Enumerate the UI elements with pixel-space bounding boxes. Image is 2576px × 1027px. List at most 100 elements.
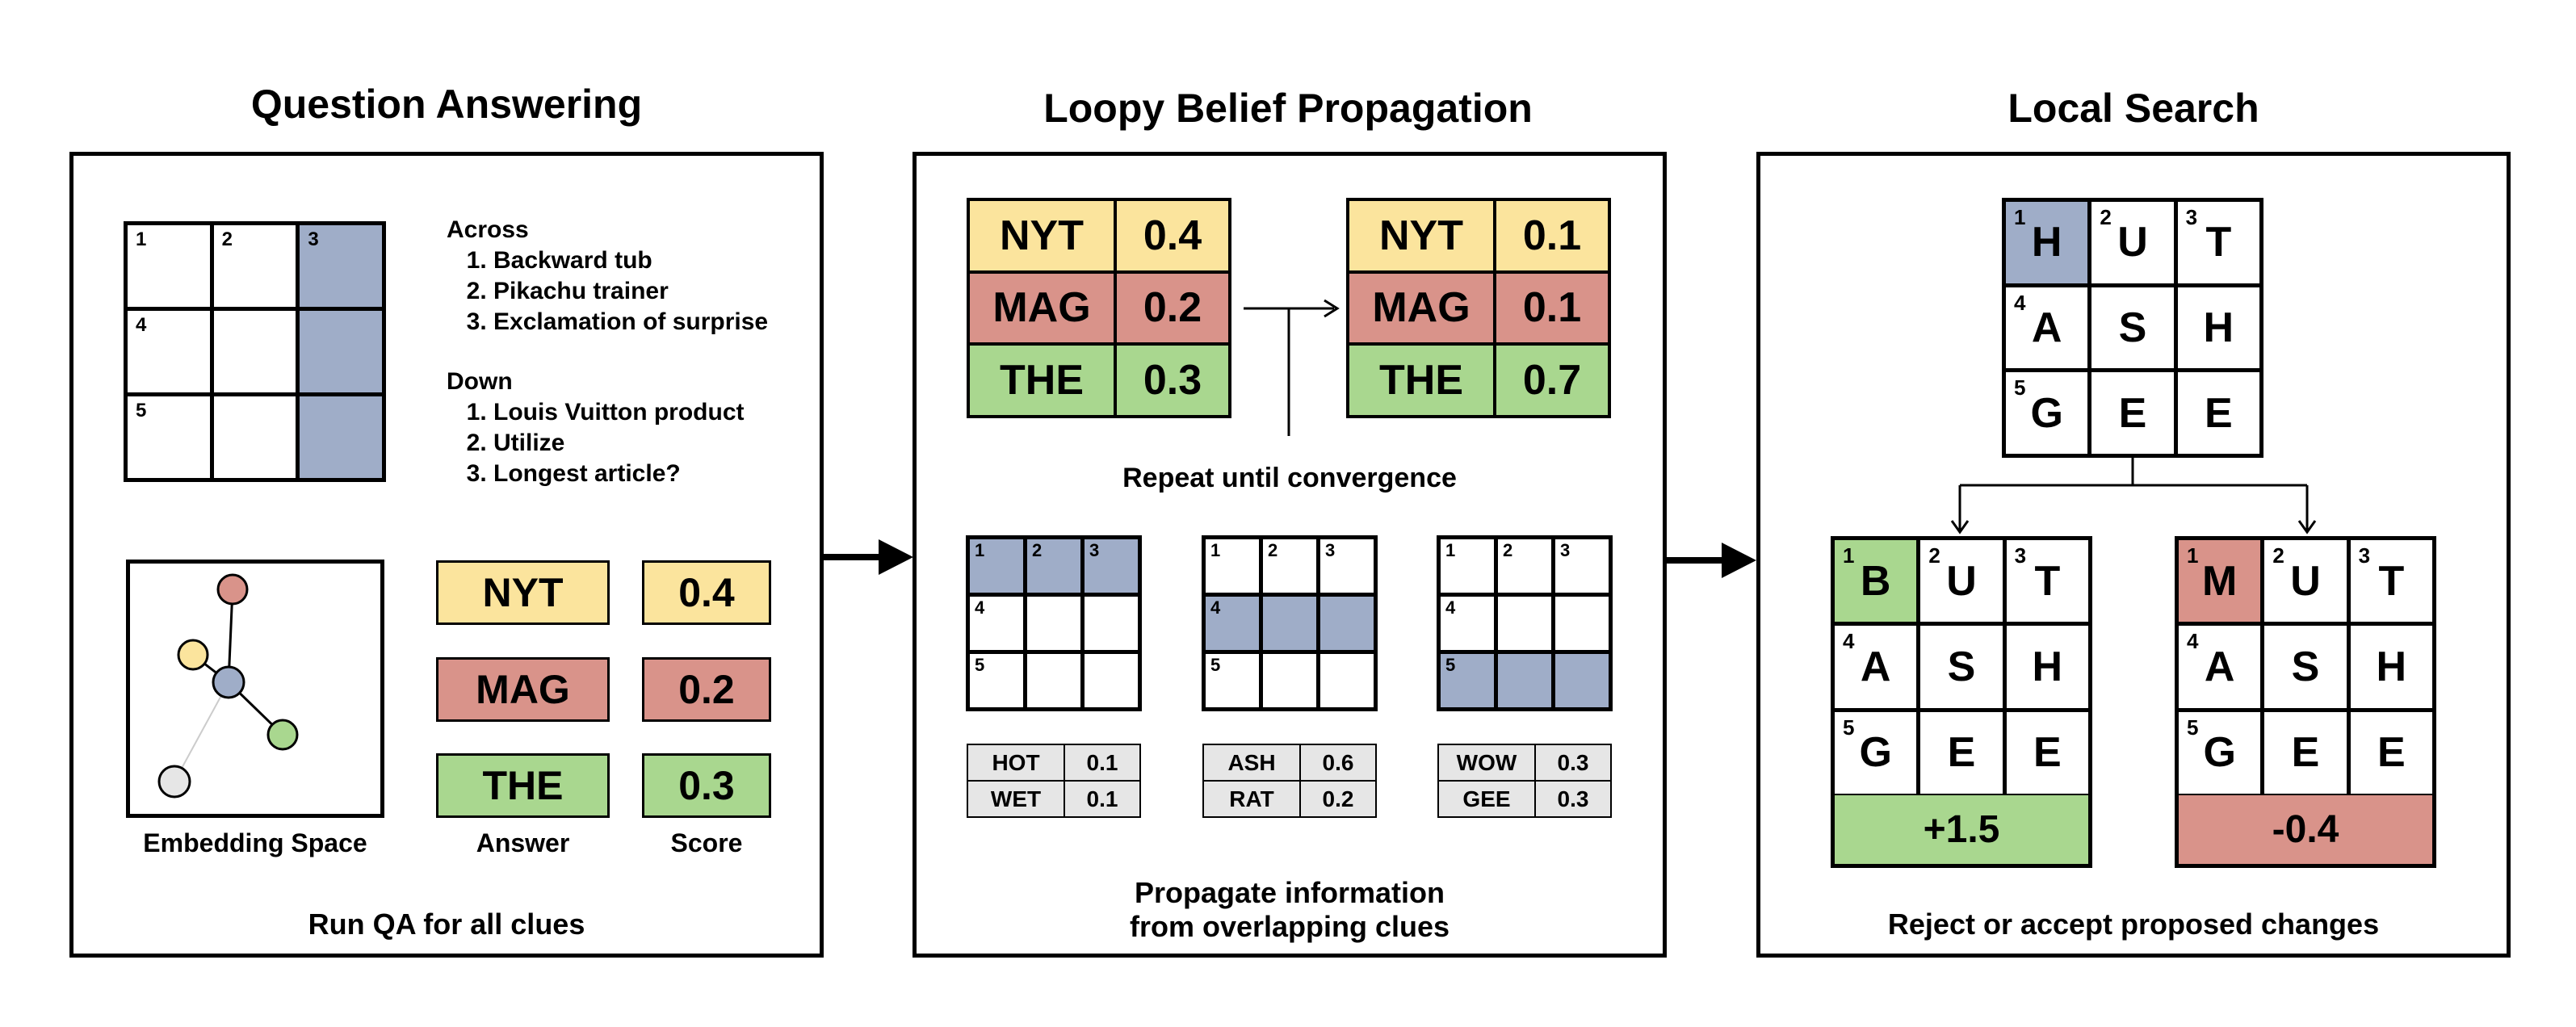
grid-cell bbox=[1494, 593, 1555, 654]
cell-letter: A bbox=[1860, 643, 1891, 690]
score-cell: 0.7 bbox=[1493, 342, 1611, 418]
grid-cell: E bbox=[1916, 707, 2007, 799]
grid-cell-highlighted: 2 bbox=[1023, 535, 1085, 597]
grid-cell bbox=[1080, 650, 1142, 711]
grid-cell: H bbox=[2346, 622, 2437, 712]
cell-letter: U bbox=[1946, 557, 1977, 605]
qa-crossword-grid: 1 2 3 4 5 bbox=[124, 221, 386, 482]
cell-number: 1 bbox=[136, 228, 147, 250]
embedding-node-green bbox=[266, 719, 299, 751]
table-row: HOT 0.1 bbox=[967, 744, 1141, 782]
cell-letter: M bbox=[2202, 557, 2238, 605]
score-cell: 0.2 bbox=[1299, 780, 1377, 818]
down-heading: Down bbox=[447, 368, 513, 395]
answer-box: THE bbox=[436, 753, 610, 818]
table-row: NYT 0.1 bbox=[1346, 198, 1611, 274]
score-cell: 0.1 bbox=[1493, 270, 1611, 346]
embedding-node-gray bbox=[157, 765, 191, 799]
score-box: 0.3 bbox=[642, 753, 771, 818]
embedding-node-blue bbox=[212, 665, 245, 699]
clue-list: Across Backward tub Pikachu trainer Excl… bbox=[447, 215, 768, 489]
grid-cell bbox=[209, 307, 300, 396]
score-cell: 0.4 bbox=[1114, 198, 1231, 274]
word-cell: NYT bbox=[967, 198, 1117, 274]
grid-cell: 3 bbox=[1316, 535, 1378, 597]
cell-letter: B bbox=[1860, 557, 1891, 605]
grid-cell: E bbox=[2087, 368, 2178, 458]
grid-cell bbox=[1316, 650, 1378, 711]
lbp-grid-across-1: 1 2 3 4 5 bbox=[966, 535, 1142, 711]
table-row: WOW 0.3 bbox=[1437, 744, 1612, 782]
cell-number: 2 bbox=[2272, 543, 2284, 568]
cell-letter: T bbox=[2034, 557, 2061, 605]
grid-cell: 3 bbox=[1551, 535, 1613, 597]
cell-number: 5 bbox=[1445, 655, 1456, 675]
cell-letter: G bbox=[1859, 729, 1892, 777]
word-cell: THE bbox=[1346, 342, 1496, 418]
word-cell: THE bbox=[967, 342, 1117, 418]
grid-cell-highlighted: 3 bbox=[296, 221, 386, 311]
score-box: 0.4 bbox=[642, 560, 771, 625]
grid-cell-highlighted bbox=[1551, 650, 1613, 711]
embedding-space-label: Embedding Space bbox=[143, 828, 367, 857]
title-local-search: Local Search bbox=[2008, 86, 2259, 131]
cell-number: 4 bbox=[1445, 597, 1456, 618]
clue-item: Longest article? bbox=[493, 459, 768, 489]
word-cell: HOT bbox=[967, 744, 1065, 782]
word-cell: ASH bbox=[1202, 744, 1301, 782]
cell-number: 4 bbox=[1843, 629, 1855, 654]
score-delta-negative: -0.4 bbox=[2175, 795, 2436, 868]
table-row: RAT 0.2 bbox=[1202, 780, 1377, 818]
cell-letter: S bbox=[2291, 643, 2320, 690]
cell-number: 3 bbox=[1560, 540, 1571, 560]
cell-number: 1 bbox=[975, 540, 985, 560]
cell-letter: E bbox=[2377, 729, 2406, 777]
cell-letter: U bbox=[2117, 219, 2148, 266]
cell-number: 3 bbox=[1089, 540, 1100, 560]
cell-number: 5 bbox=[2014, 375, 2026, 400]
clue-item: Pikachu trainer bbox=[493, 276, 768, 307]
candidate-table: ASH 0.6 RAT 0.2 bbox=[1202, 744, 1377, 818]
table-row: NYT 0.4 bbox=[967, 198, 1231, 274]
cell-number: 2 bbox=[1268, 540, 1278, 560]
grid-cell bbox=[1023, 650, 1085, 711]
table-row: MAG 0.2 bbox=[967, 270, 1231, 346]
table-row: GEE 0.3 bbox=[1437, 780, 1612, 818]
grid-cell: 4 bbox=[1437, 593, 1498, 654]
candidate-table: HOT 0.1 WET 0.1 bbox=[967, 744, 1141, 818]
clue-item: Backward tub bbox=[493, 245, 768, 276]
cell-number: 5 bbox=[1843, 715, 1855, 740]
cell-number: 1 bbox=[1210, 540, 1221, 560]
word-cell: WET bbox=[967, 780, 1065, 818]
grid-cell-highlighted: 1 bbox=[966, 535, 1027, 597]
cell-letter: H bbox=[2032, 643, 2063, 690]
cell-number: 5 bbox=[1210, 655, 1221, 675]
cell-letter: E bbox=[2118, 389, 2147, 437]
grid-cell bbox=[1080, 593, 1142, 654]
answer-label: Answer bbox=[476, 828, 570, 857]
cell-number: 3 bbox=[1325, 540, 1336, 560]
cell-number: 1 bbox=[1843, 543, 1855, 568]
cell-letter: E bbox=[2204, 389, 2233, 437]
word-cell: MAG bbox=[967, 270, 1117, 346]
title-question-answering: Question Answering bbox=[250, 82, 643, 127]
cell-number: 3 bbox=[2014, 543, 2027, 568]
lbp-caption-line-2: from overlapping clues bbox=[1129, 910, 1450, 943]
cell-number: 4 bbox=[975, 597, 985, 618]
grid-cell: 5 bbox=[966, 650, 1027, 711]
table-row: WET 0.1 bbox=[967, 780, 1141, 818]
cell-letter: T bbox=[2205, 219, 2232, 266]
candidate-table: WOW 0.3 GEE 0.3 bbox=[1437, 744, 1612, 818]
cell-letter: H bbox=[2376, 643, 2407, 690]
cell-letter: E bbox=[2033, 729, 2062, 777]
